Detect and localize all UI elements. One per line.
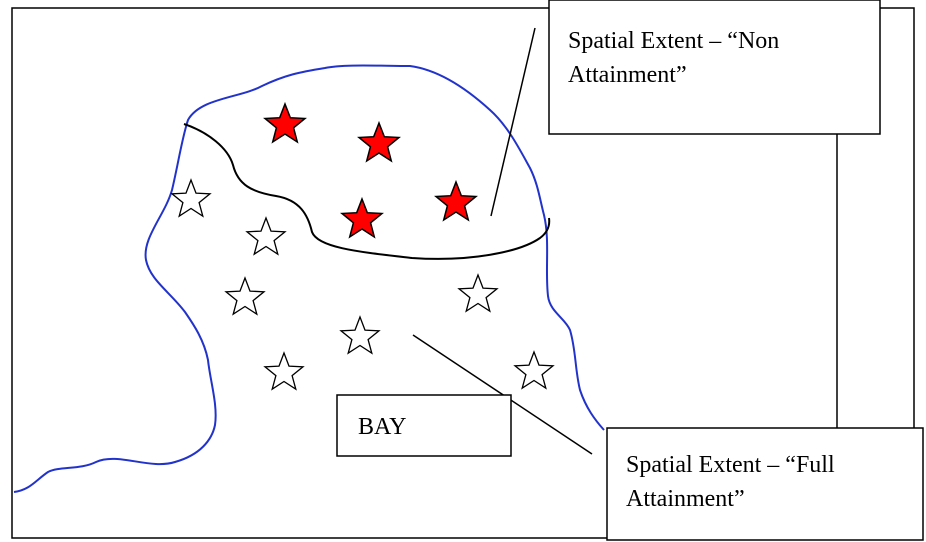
- full-attainment-star-icon: [245, 216, 287, 256]
- bay-label: BAY: [358, 414, 406, 440]
- full-attainment-star-icon: [170, 178, 212, 218]
- full-attainment-star-icon: [513, 350, 555, 390]
- full-attainment-label-line2: Attainment”: [626, 486, 745, 512]
- full-attainment-star-icon: [224, 276, 266, 316]
- attainment-boundary: [183, 123, 551, 260]
- full-attainment-label-line1: Spatial Extent – “Full: [626, 452, 835, 478]
- full-attainment-star-icon: [457, 273, 499, 313]
- non-attainment-star-icon: [263, 101, 307, 144]
- non-attainment-star-icon: [340, 196, 384, 239]
- full-attainment-label-box: [606, 427, 924, 541]
- non-attainment-label-line1: Spatial Extent – “Non: [568, 28, 779, 54]
- full-attainment-star-icon: [263, 351, 305, 391]
- non-attainment-star-icon: [357, 120, 401, 163]
- full-attainment-star-icon: [339, 315, 381, 355]
- pointer-line-non-attainment: [490, 27, 536, 217]
- non-attainment-label-line2: Attainment”: [568, 62, 687, 88]
- bay-label-box: [336, 394, 512, 457]
- non-attainment-star-icon: [434, 179, 478, 222]
- non-attainment-label-box: [548, 0, 881, 135]
- stars-group: [170, 101, 555, 391]
- bay-shoreline: [13, 64, 605, 493]
